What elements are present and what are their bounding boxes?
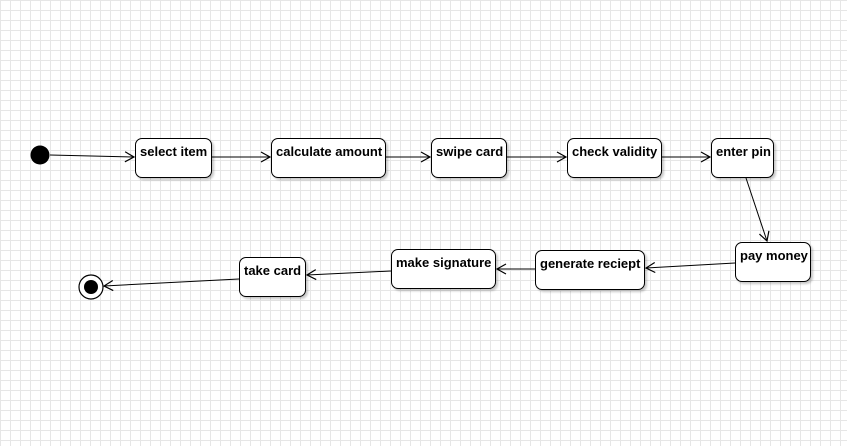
activity-select-item[interactable]: select item [135, 138, 212, 178]
activity-label: take card [244, 263, 302, 278]
activity-label: select item [140, 144, 208, 159]
activity-label: generate reciept [540, 256, 641, 271]
transition-make-signature-to-take-card [305, 269, 392, 281]
activity-calculate-amount[interactable]: calculate amount [271, 138, 386, 178]
activity-label: check validity [572, 144, 658, 159]
activity-enter-pin[interactable]: enter pin [711, 138, 774, 178]
activity-label: enter pin [716, 144, 771, 159]
activity-label: calculate amount [276, 144, 383, 159]
activity-check-validity[interactable]: check validity [567, 138, 662, 178]
activity-generate-reciept[interactable]: generate reciept [535, 250, 645, 290]
activity-label: make signature [396, 255, 492, 270]
activity-pay-money[interactable]: pay money [735, 242, 811, 282]
activity-label: swipe card [436, 144, 504, 159]
transition-take-card-to-end [102, 278, 240, 292]
initial-node[interactable] [30, 145, 50, 165]
activity-label: pay money [740, 248, 808, 263]
activity-take-card[interactable]: take card [239, 257, 306, 297]
final-node[interactable] [78, 274, 104, 300]
transition-pay-money-to-generate-reciept [644, 261, 736, 274]
activity-swipe-card[interactable]: swipe card [431, 138, 507, 178]
transition-start-to-select-item [49, 151, 136, 163]
activity-make-signature[interactable]: make signature [391, 249, 496, 289]
transition-enter-pin-to-pay-money [745, 177, 770, 243]
